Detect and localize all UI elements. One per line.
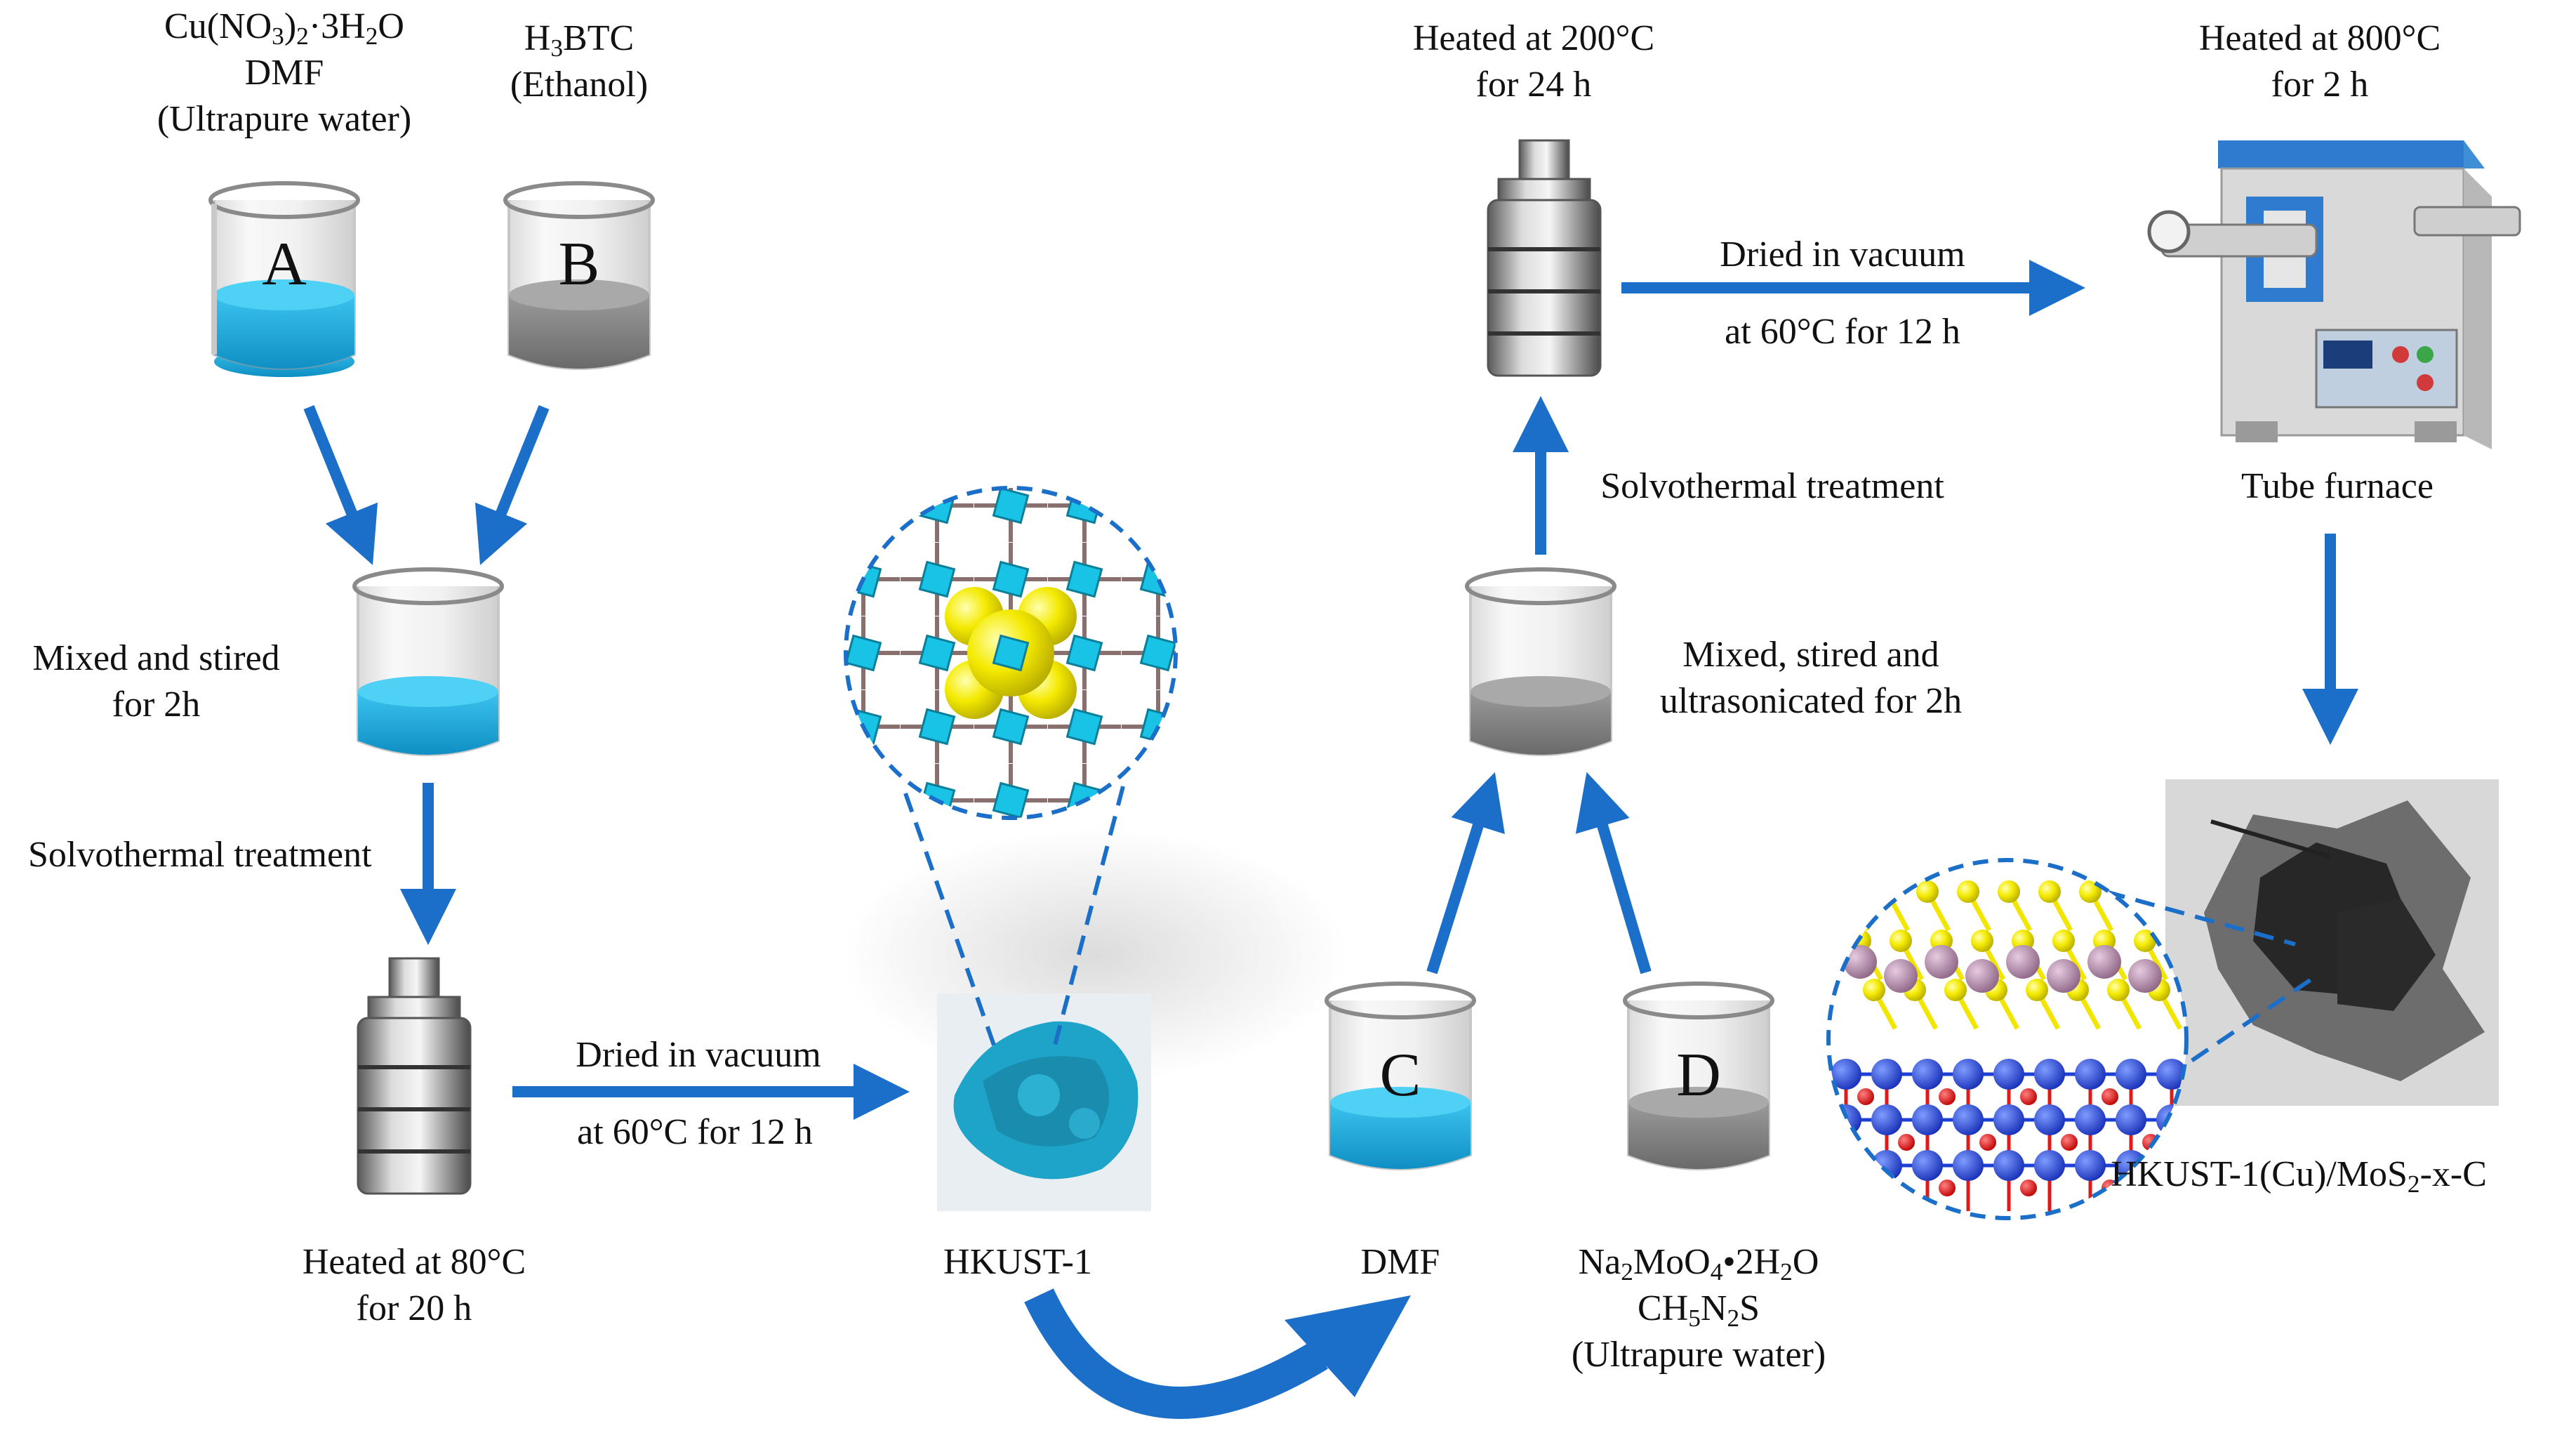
dry1-label: Dried in vacuum xyxy=(576,1035,821,1075)
beaker-a-letter: A xyxy=(262,230,307,298)
dry1-label-2: at 60°C for 12 h xyxy=(577,1112,813,1152)
arrow-c-to-mix xyxy=(1426,772,1505,975)
arrow-d-to-mix xyxy=(1575,772,1652,975)
reagent-d-label: Na2MoO4•2H2O CH5N2S (Ultrapure water) xyxy=(1571,1242,1826,1375)
beaker-a: A xyxy=(208,181,360,377)
zoom-line-tem-top xyxy=(2105,890,2296,946)
product-label: HKUST-1(Cu)/MoS2-x-C xyxy=(2111,1154,2487,1198)
beaker-b: B xyxy=(503,181,655,370)
reagent-b-label: H3BTC (Ethanol) xyxy=(510,18,649,105)
heat200-label: Heated at 200°C for 24 h xyxy=(1412,18,1655,105)
hkust-1-powder-photo xyxy=(937,993,1151,1211)
mixed-beaker-2 xyxy=(1465,567,1616,756)
dry2-label-2: at 60°C for 12 h xyxy=(1725,312,1960,352)
reagent-a-label: Cu(NO3)2·3H2O DMF (Ultrapure water) xyxy=(157,6,412,139)
solvo2-label: Solvothermal treatment xyxy=(1600,466,1944,506)
tube-furnace-label: Tube furnace xyxy=(2241,466,2434,506)
hkust-1-label: HKUST-1 xyxy=(943,1242,1092,1282)
mix1-label: Mixed and stired for 2h xyxy=(32,638,280,725)
dry2-label: Dried in vacuum xyxy=(1720,235,1965,275)
tube-furnace xyxy=(2147,140,2521,449)
beaker-c-letter: C xyxy=(1380,1041,1421,1109)
beaker-d-letter: D xyxy=(1676,1041,1721,1109)
zoom-line-left xyxy=(903,793,999,1054)
mix2-label: Mixed, stired and ultrasonicated for 2h xyxy=(1659,635,1963,721)
solvo1-label: Solvothermal treatment xyxy=(28,835,372,875)
heat80-label: Heated at 80°C for 20 h xyxy=(302,1242,526,1328)
beaker-d: D xyxy=(1623,982,1774,1170)
beaker-c: C xyxy=(1324,982,1476,1170)
mixed-beaker-1 xyxy=(352,567,504,756)
heat800-label: Heated at 800°C for 2 h xyxy=(2198,18,2441,105)
beaker-c-label: DMF xyxy=(1360,1242,1440,1282)
curved-arrow-hkust-to-c xyxy=(1024,1288,1328,1419)
arrow-a-to-mix xyxy=(303,404,378,565)
tem-image xyxy=(2165,779,2499,1106)
curved-arrow-head xyxy=(1284,1295,1411,1397)
autoclave-2 xyxy=(1487,139,1602,377)
zoom-line-right xyxy=(1051,786,1125,1054)
arrow-b-to-mix xyxy=(474,404,550,565)
mof-structure-zoom xyxy=(844,486,1178,820)
autoclave-1 xyxy=(357,957,472,1195)
beaker-b-letter: B xyxy=(559,230,600,298)
